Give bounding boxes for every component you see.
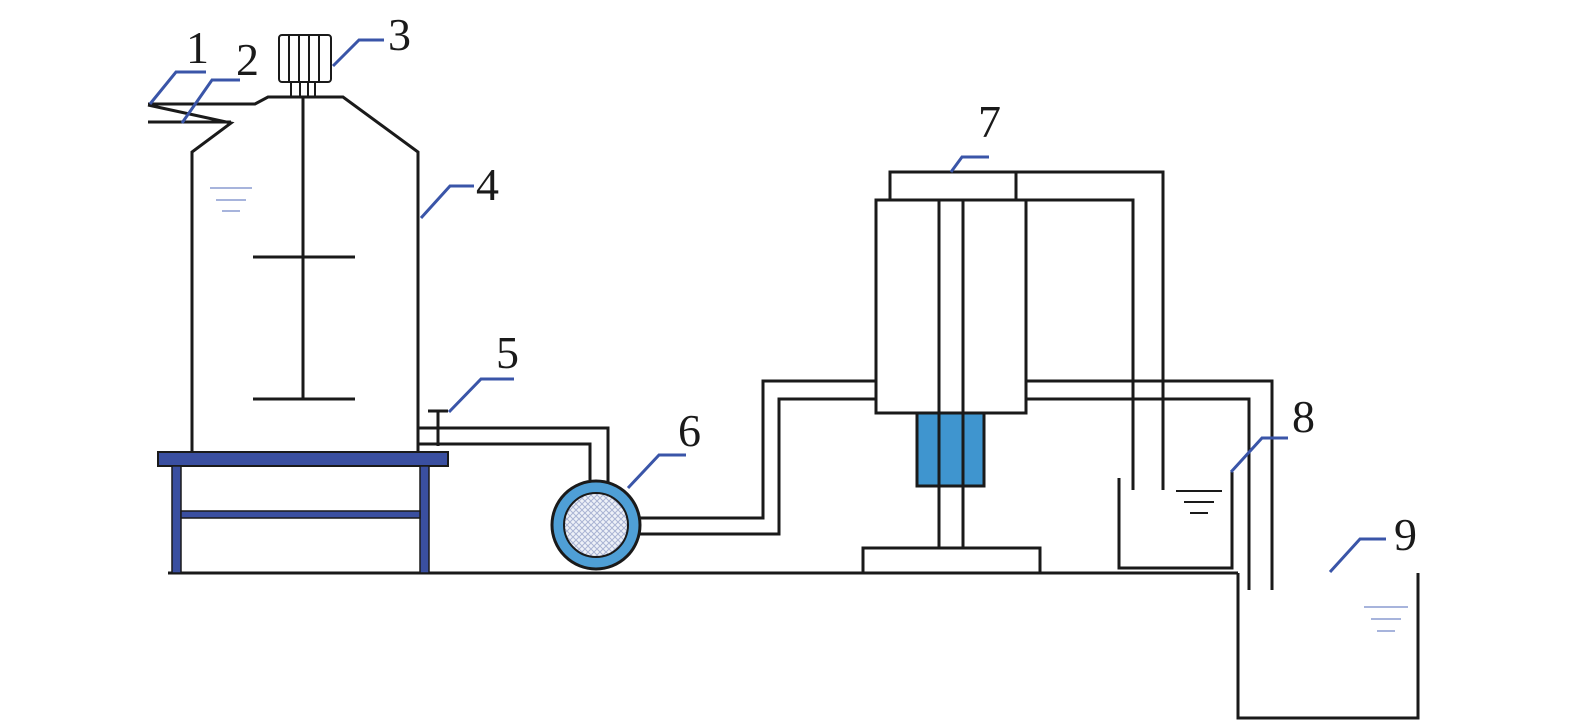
stirrer-shaft	[253, 97, 355, 401]
label-6: 6	[678, 405, 701, 456]
label-2: 2	[236, 34, 259, 85]
module-inlet-pipe	[640, 379, 876, 536]
label-7: 7	[978, 96, 1001, 147]
permeate-pipes	[1016, 170, 1165, 490]
label-4: 4	[476, 159, 499, 210]
collection-tank	[1236, 573, 1420, 720]
label-8: 8	[1292, 391, 1315, 442]
feed-pipe	[418, 426, 610, 484]
permeate-beaker	[1117, 472, 1234, 570]
membrane-module	[861, 170, 1042, 575]
stirrer-motor	[278, 34, 332, 98]
tank-stand	[157, 451, 449, 574]
leader-lines	[148, 38, 1386, 574]
label-5: 5	[496, 327, 519, 378]
pump	[550, 479, 642, 571]
label-1: 1	[186, 22, 209, 73]
label-9: 9	[1394, 509, 1417, 560]
label-3: 3	[388, 9, 411, 60]
concentrate-pipes	[1026, 379, 1274, 590]
